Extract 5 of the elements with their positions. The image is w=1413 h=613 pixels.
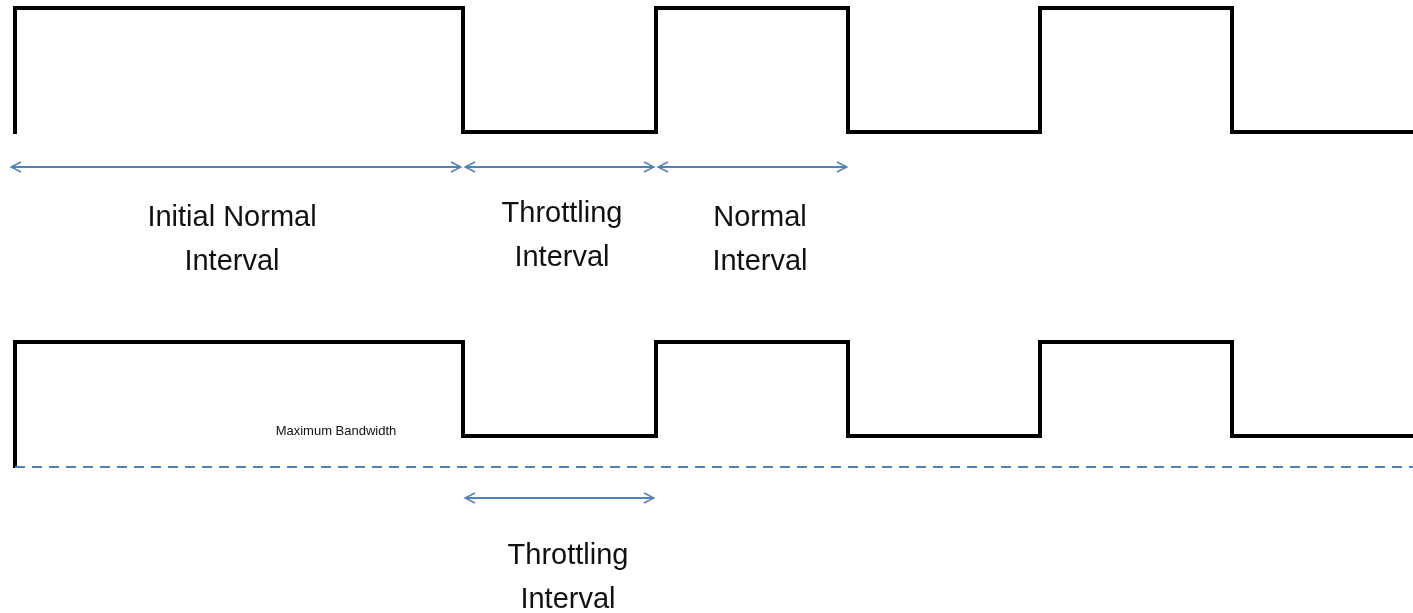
interval-label: Initial Normal Interval xyxy=(146,199,318,278)
interval-label: Normal Interval xyxy=(711,199,809,278)
line-label: Maximum Bandwidth xyxy=(274,423,398,439)
interval-label: Throttling Interval xyxy=(506,537,630,613)
interval-label: Throttling Interval xyxy=(500,195,624,274)
